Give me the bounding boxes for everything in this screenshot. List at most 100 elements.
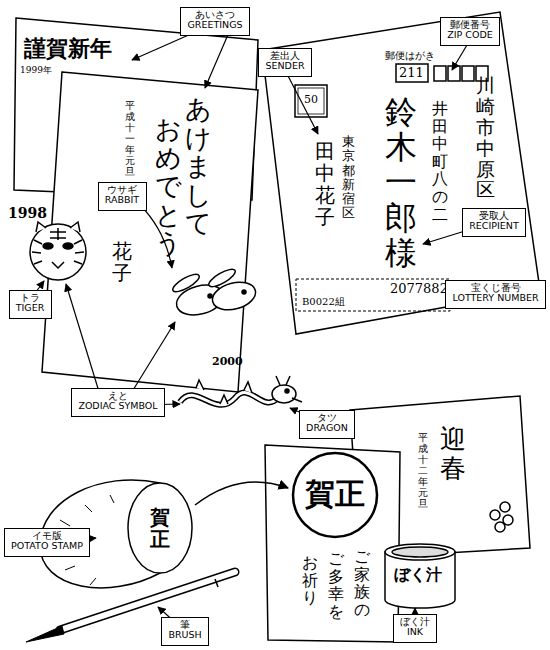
callout-text: 受取人	[468, 211, 520, 222]
greeting-card-geishun	[490, 510, 500, 520]
card-text: 謹賀新年	[24, 36, 112, 60]
callout-text: 差出人	[264, 51, 306, 62]
rabbit-symbol	[171, 266, 259, 320]
tiger-symbol	[32, 240, 84, 264]
greeting-card-geishun	[495, 522, 505, 532]
brush	[26, 626, 64, 642]
tiger-symbol	[50, 228, 66, 240]
dragon-symbol	[276, 376, 302, 402]
leader-line	[285, 70, 318, 134]
card-text: 鈴木一郎様	[385, 95, 417, 271]
card-text: 郵便はがき	[385, 50, 435, 61]
dragon-symbol	[285, 389, 289, 393]
callout-box: 筆BRUSH	[161, 617, 209, 646]
card-text: 50	[304, 94, 318, 106]
callout-text: SENDER	[264, 61, 306, 72]
potato-stamp	[195, 482, 288, 505]
leader-line	[30, 30, 496, 631]
ink-can	[385, 544, 455, 608]
rabbit-symbol	[209, 278, 258, 315]
tiger-symbol	[63, 243, 73, 249]
callout-text: ウサギ	[104, 185, 141, 196]
callout-text: POTATO STAMP	[10, 541, 84, 552]
callout-box: トラTIGER	[9, 290, 52, 319]
postcard	[396, 64, 428, 82]
card-text: 迎春	[440, 425, 466, 482]
callout-text: 郵便番号	[446, 20, 494, 31]
tiger-symbol	[43, 243, 53, 249]
greeting-card-gasho	[265, 445, 400, 642]
tiger-symbol	[30, 222, 86, 280]
callout-text: あいさつ	[186, 10, 244, 21]
callout-box: ウサギRABBIT	[98, 182, 147, 211]
greeting-card-geishun	[500, 502, 510, 512]
callout-box: えとZODIAC SYMBOL	[71, 388, 165, 417]
card-text: 井田中町八の二	[432, 100, 448, 223]
callout-box: 差出人SENDER	[258, 48, 312, 77]
callout-box: イモ版POTATO STAMP	[4, 528, 90, 557]
callout-text: TIGER	[15, 303, 46, 314]
callout-text: イモ版	[10, 531, 84, 542]
leader-line	[130, 322, 175, 395]
card-text: 賀正	[305, 477, 365, 510]
postcard	[434, 66, 446, 81]
postcard	[298, 88, 324, 114]
card-text: あけまして	[185, 95, 211, 238]
postcard	[448, 66, 460, 81]
callout-text: ZODIAC SYMBOL	[77, 401, 159, 412]
card-text: 平成十二年元旦	[418, 432, 428, 509]
leader-line	[205, 30, 230, 88]
card-text: ご家族の	[354, 548, 370, 618]
rabbit-symbol	[208, 294, 212, 298]
card-text: 川崎市中原区	[476, 75, 495, 200]
card-text: 2000	[212, 356, 243, 368]
card-text: ぼく汁	[394, 566, 442, 584]
dragon-symbol	[272, 385, 296, 403]
card-text: 田中花子	[315, 140, 335, 228]
callout-box: ぼく汁INK	[393, 614, 437, 643]
callout-text: タツ	[305, 413, 349, 424]
tiger-symbol	[36, 222, 80, 232]
card-text: 211	[399, 66, 424, 80]
greeting-card-gasho	[265, 445, 400, 642]
dragon-symbol	[180, 376, 302, 405]
postcard	[296, 279, 450, 311]
leader-line	[66, 284, 100, 395]
postcard	[462, 66, 474, 81]
rabbit-symbol	[242, 290, 246, 294]
tiger-symbol	[30, 224, 86, 280]
dragon-symbol	[196, 380, 252, 404]
greeting-card-gasho	[293, 453, 377, 537]
card-text: 1999年	[20, 66, 52, 76]
callout-text: RABBIT	[104, 195, 141, 206]
callout-text: えと	[77, 391, 159, 402]
card-text: お祈り	[302, 554, 318, 607]
callout-box: 郵便番号ZIP CODE	[440, 17, 500, 46]
tiger-symbol	[52, 262, 64, 268]
callout-text: LOTTERY NUMBER	[451, 293, 540, 304]
callout-box: タツDRAGON	[299, 410, 355, 439]
callout-box: あいさつGREETINGS	[180, 7, 250, 36]
brush	[215, 579, 218, 587]
callout-text: ぼく汁	[399, 617, 431, 628]
dragon-symbol	[180, 393, 278, 405]
callout-box: 受取人RECIPIENT	[462, 208, 526, 237]
card-text: 2077882	[390, 282, 448, 296]
ink-can	[385, 544, 455, 560]
card-text: 1998	[8, 206, 47, 221]
potato-stamp	[128, 483, 192, 573]
callout-box: 宝くじ番号LOTTERY NUMBER	[445, 280, 546, 309]
card-text: B0022組	[302, 296, 345, 307]
card-text: ご多幸を	[328, 550, 344, 620]
card-text: 賀正	[150, 506, 170, 550]
callout-text: INK	[399, 627, 431, 638]
card-text: 平成十一年元旦	[125, 100, 135, 177]
callout-text: RECIPIENT	[468, 221, 520, 232]
callout-text: ZIP CODE	[446, 30, 494, 41]
card-text: おめでとう	[155, 115, 181, 258]
ink-can	[392, 547, 448, 557]
callout-text: 宝くじ番号	[451, 283, 540, 294]
callout-text: GREETINGS	[186, 20, 244, 31]
postcard	[295, 85, 327, 117]
